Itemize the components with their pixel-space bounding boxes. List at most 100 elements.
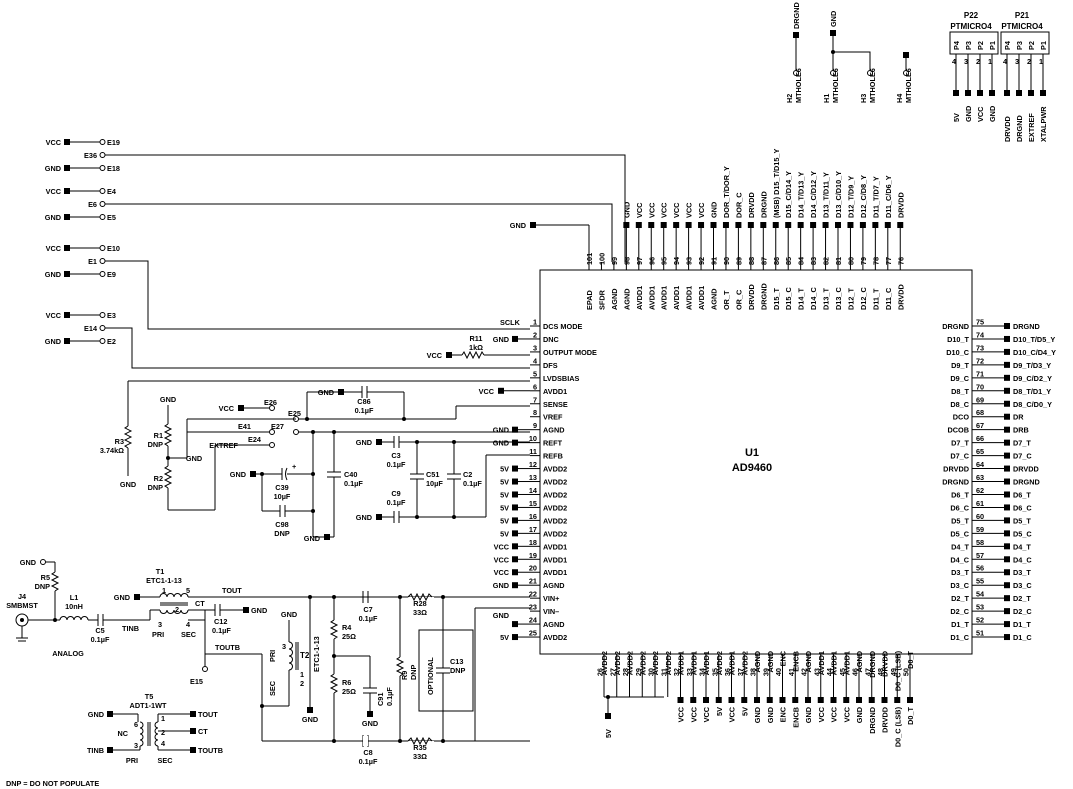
top-net-node [897, 222, 904, 228]
right-net-label: D1_T [1013, 620, 1031, 629]
bottom-net-node [728, 697, 735, 703]
jumper-pad-b-label: E9 [107, 270, 116, 279]
jumper-route [105, 154, 626, 262]
j4-part: SMBMST [6, 601, 38, 610]
bottom-pin-number: 44 [825, 667, 834, 676]
left-pin-number: 21 [529, 577, 537, 586]
left-pin-number: 12 [529, 460, 537, 469]
top-pin-name: D11_C [884, 287, 893, 310]
bottom-pin-number: 27 [608, 668, 617, 676]
right-net-label: D5_C [1013, 529, 1032, 538]
right-net-node [1004, 465, 1010, 472]
right-pin-number: 66 [976, 434, 984, 443]
right-net-label: D3_C [1013, 581, 1032, 590]
right-net-label: D8_C/D0_Y [1013, 400, 1052, 409]
right-pin-number: 58 [976, 538, 984, 547]
t5-tout: TOUT [198, 710, 218, 719]
mounting-hole [830, 70, 836, 76]
left-pin-name: AVDD2 [543, 633, 567, 642]
right-net-node [1004, 323, 1010, 329]
top-pin-name: D11_T [871, 288, 880, 310]
t2-pin-3: 3 [282, 642, 286, 651]
bottom-pin-number: 42 [800, 668, 809, 676]
r2-value: DNP [148, 483, 164, 492]
top-net-label: D13_T/D11_Y [822, 172, 831, 218]
right-pin-name: D7_C [950, 452, 969, 461]
right-pin-name: D9_C [950, 374, 969, 383]
top-net-label: D11_T/D7_Y [871, 176, 880, 218]
top-pin-name: DRVDD [747, 284, 756, 310]
right-net-node [1004, 400, 1010, 407]
bottom-net-node [830, 697, 837, 703]
r3-gnd: GND [120, 480, 136, 489]
bottom-pin-number: 28 [621, 668, 630, 676]
connector-net-node [1040, 90, 1046, 96]
jumper-pad-a-label: E19 [107, 138, 120, 147]
bottom-pin-name: ENCB [791, 651, 800, 672]
left-net-node [512, 504, 518, 511]
right-pin-number: 72 [976, 356, 984, 365]
left-net-node [512, 634, 518, 641]
left-net-label: 5V [500, 465, 509, 474]
top-net-label: DOR_T/DOR_Y [722, 166, 731, 218]
connector-net-label: XTALPWR [1039, 106, 1048, 142]
jumper-pad-a [99, 312, 106, 318]
bottom-pin-name: AVDD2 [715, 651, 724, 675]
r2-resistor [163, 465, 173, 489]
top-pin-name: D14_T [797, 288, 806, 310]
right-pin-name: D2_T [951, 594, 969, 603]
jumper-pad-a-label: E10 [107, 244, 120, 253]
t2-pin-2: 2 [300, 679, 304, 688]
bottom-pin-number: 43 [812, 668, 821, 676]
right-net-label: D10_T/D5_Y [1013, 335, 1055, 344]
connector-pin-name: P1 [988, 41, 997, 50]
bottom-net-node [690, 697, 697, 703]
bottom-net-label: VCC [702, 706, 711, 722]
t5-pin-2: 2 [161, 728, 165, 737]
left-net-node [512, 517, 518, 524]
r11-resistor [461, 350, 485, 360]
e41-label: E41 [238, 422, 251, 431]
right-pin-name: D4_T [951, 542, 969, 551]
top-net-node [859, 222, 866, 228]
connector-pin-number: 2 [976, 57, 980, 66]
right-net-node [1004, 413, 1010, 420]
top-net-node [810, 222, 817, 228]
bottom-pin-number: 30 [647, 668, 656, 676]
right-pin-name: D7_T [951, 439, 969, 448]
left-pin-name: AVDD2 [543, 465, 567, 474]
c3-ref: C3 [391, 451, 400, 460]
connector-net-node [1004, 90, 1010, 96]
right-pin-number: 65 [976, 447, 984, 456]
bottom-net-node [843, 697, 850, 703]
left-pin-name: VIN– [543, 607, 559, 616]
bottom-pin-number: 29 [634, 668, 643, 676]
top-pin-name: D12_T [846, 288, 855, 310]
bottom-pin-number: 48 [876, 668, 885, 676]
right-net-node [1004, 387, 1010, 394]
c39-value: 10µF [274, 492, 291, 501]
bottom-net-label: VCC [677, 706, 686, 722]
mounting-hole [867, 70, 873, 76]
bottom-pin-name: DRGND [868, 651, 877, 678]
right-pin-number: 55 [976, 577, 984, 586]
bottom-pin-name: AVDD1 [677, 651, 686, 675]
t2-ref: T2 [300, 651, 310, 660]
t1-ref: T1 [156, 567, 165, 576]
jumper-vcc-node [64, 312, 70, 318]
bottom-5v-label: 5V [604, 729, 613, 738]
bottom-pin-name: D0_C (LSB) [893, 650, 902, 691]
bottom-pin-number: 41 [787, 668, 796, 676]
jumper-pad-b [99, 338, 106, 344]
right-net-node [1004, 634, 1010, 641]
c12-ref: C12 [214, 617, 227, 626]
connector-net-node [1028, 90, 1034, 96]
right-net-label: D2_C [1013, 607, 1032, 616]
left-pin-name: AGND [543, 581, 565, 590]
top-net-label: DOR_C [734, 192, 743, 218]
jumper-pad-mid-label: E6 [88, 200, 97, 209]
top-net-label: D14_T/D13_Y [797, 172, 806, 218]
connector-net-node [953, 90, 959, 96]
